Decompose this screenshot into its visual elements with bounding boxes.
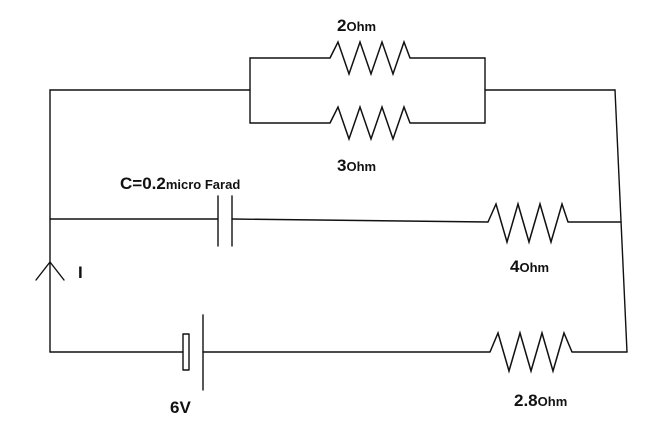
label-capacitor: C=0.2micro Farad (120, 174, 240, 193)
battery-short-plate (182, 333, 190, 371)
middle-wire-center (231, 218, 489, 223)
label-4ohm: 4Ohm (510, 257, 549, 276)
label-2ohm: 2Ohm (337, 16, 376, 35)
resistor-4ohm (487, 201, 569, 245)
resistor-2-8ohm (489, 330, 573, 374)
label-2-8ohm: 2.8Ohm (514, 391, 567, 410)
right-vertical-wire (614, 89, 628, 353)
resistor-3ohm (329, 104, 411, 142)
label-3ohm: 3Ohm (337, 156, 376, 175)
current-arrow-icon (35, 261, 65, 281)
label-current: I (78, 263, 83, 282)
resistor-2ohm (329, 39, 411, 77)
label-battery: 6V (170, 398, 191, 417)
